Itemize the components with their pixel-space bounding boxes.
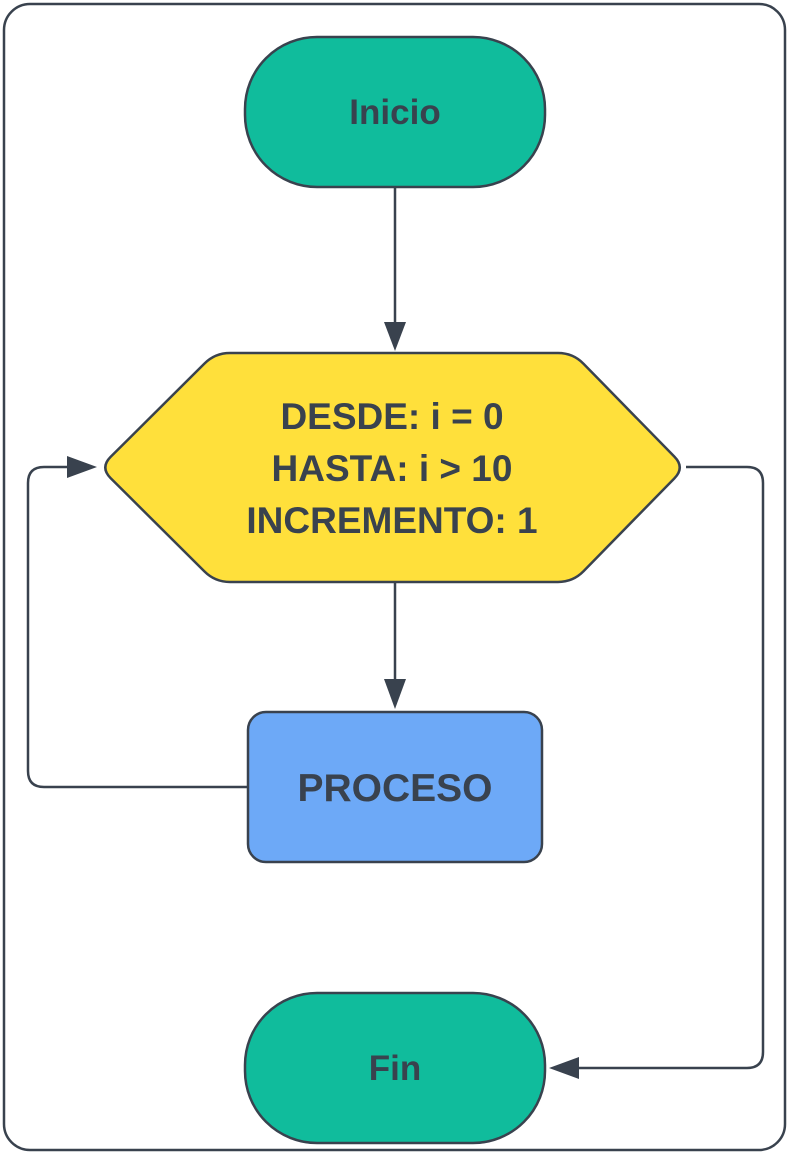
terminator-end-shape	[243, 991, 547, 1145]
start-label: Inicio	[349, 93, 440, 132]
arrowhead-right-icon	[67, 456, 97, 478]
edge-loop-to-end	[549, 465, 765, 1079]
node-end: Fin	[243, 991, 547, 1145]
loop-line-hasta: HASTA: i > 10	[272, 448, 513, 489]
process-shape	[246, 710, 544, 864]
edge-process-to-loop	[26, 456, 248, 789]
edge-process-to-loop-line	[26, 465, 248, 789]
loop-hexagon-shape	[104, 351, 681, 584]
edge-loop-to-end-line	[579, 465, 765, 1070]
loop-line-incremento: INCREMENTO: 1	[246, 500, 537, 541]
end-label: Fin	[369, 1049, 421, 1088]
node-loop: DESDE: i = 0 HASTA: i > 10 INCREMENTO: 1	[104, 351, 681, 584]
arrowhead-down-icon	[384, 322, 406, 351]
terminator-start-shape	[243, 35, 547, 189]
edge-loop-to-process	[384, 583, 406, 709]
node-start: Inicio	[243, 35, 547, 189]
process-label: PROCESO	[297, 767, 492, 810]
node-process: PROCESO	[246, 710, 544, 864]
loop-line-desde: DESDE: i = 0	[280, 396, 503, 437]
arrowhead-down-icon	[384, 679, 406, 709]
arrowhead-left-icon	[549, 1057, 579, 1079]
edge-start-to-loop	[384, 188, 406, 351]
